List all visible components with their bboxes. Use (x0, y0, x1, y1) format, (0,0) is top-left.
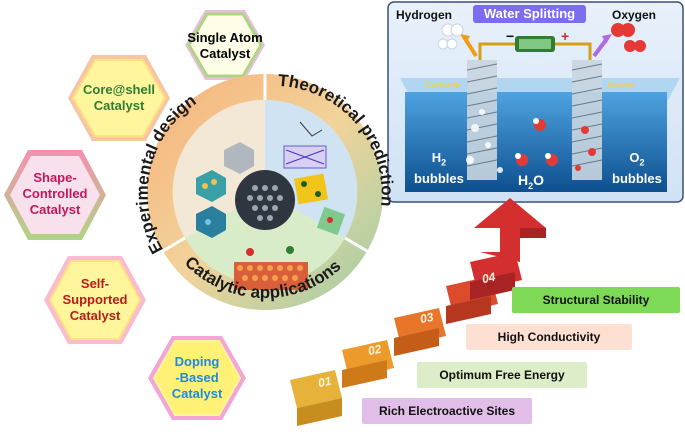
hex-shape-line3: Catalyst (29, 202, 81, 217)
ws-h2-symbol: H (431, 150, 442, 165)
hydrogen-arrow-icon (464, 38, 478, 58)
hex-label-doping-based: Doping -Based Catalyst (152, 354, 242, 402)
ws-anode: Anode (607, 80, 635, 90)
hex-single-atom (185, 10, 265, 80)
step-number-02: 02 (366, 341, 383, 359)
hex-label-shape-controlled: Shape- Controlled Catalyst (8, 170, 102, 218)
hex-doping-line2: -Based (175, 370, 219, 385)
ws-h2o-subscript: 2 (528, 180, 534, 191)
ws-cathode: Cathode (425, 80, 461, 90)
water-splitting-title-box (473, 5, 586, 23)
ws-o2-label: O2 bubbles (612, 150, 662, 186)
circle-label-theoretical: Theoretical prediction (277, 71, 396, 207)
hex-shape-controlled (4, 150, 106, 240)
step-number-04: 04 (480, 269, 497, 287)
staircase-arrow (290, 198, 546, 426)
hex-doping-line3: Catalyst (171, 386, 223, 401)
hex-doping-line1: Doping (174, 354, 220, 369)
hex-doping-based (148, 336, 246, 420)
ws-h2o-end: O (533, 172, 545, 188)
catalytic-slab (234, 246, 308, 290)
nanoparticle-cubes (196, 142, 254, 238)
circle-label-experimental: Experimental design (133, 91, 200, 257)
ws-hydrogen: Hydrogen (396, 8, 453, 22)
hex-single-atom-line2: Catalyst (199, 46, 251, 61)
circle-text-theoretical: Theoretical prediction (277, 71, 396, 207)
circle-text-catalytic: Catalytic applications (181, 253, 344, 302)
circle-label-catalytic: Catalytic applications (181, 253, 344, 302)
ws-o2-subscript: 2 (639, 157, 645, 168)
ws-h2o-label: H2O (518, 172, 544, 191)
hex-shape-line1: Shape- (33, 170, 77, 185)
ws-minus: − (506, 28, 515, 44)
hex-core-shell-line2: Catalyst (93, 98, 145, 113)
step-label-free-energy: Optimum Free Energy (417, 362, 587, 388)
step-label-stability: Structural Stability (512, 287, 680, 313)
hex-label-core-shell: Core@shell Catalyst (72, 82, 166, 114)
ws-o2-symbol: O (629, 150, 640, 165)
hex-label-self-supported: Self- Supported Catalyst (48, 276, 142, 324)
step-number-01: 01 (316, 373, 333, 391)
ws-h2o-symbol: H (518, 172, 529, 188)
hex-self-line3: Catalyst (69, 308, 121, 323)
hex-self-supported (44, 256, 146, 344)
hex-self-line1: Self- (80, 276, 110, 291)
hex-core-shell (68, 55, 170, 141)
anode-electrode (572, 60, 602, 180)
hex-label-single-atom: Single Atom Catalyst (183, 30, 267, 62)
step-label-conductivity: High Conductivity (466, 324, 632, 350)
circle-text-experimental: Experimental design (133, 91, 200, 257)
oxygen-arrow-icon (592, 38, 608, 58)
crystal-sphere (235, 170, 295, 230)
theory-structures (283, 121, 346, 236)
water-splitting-panel (387, 1, 684, 203)
ws-o2-bubbles: bubbles (612, 170, 662, 186)
ws-oxygen: Oxygen (612, 8, 657, 22)
ws-h2-label: H2 bubbles (414, 150, 464, 186)
ws-h2-bubbles: bubbles (414, 170, 464, 186)
ws-h2-subscript: 2 (441, 157, 447, 168)
hex-core-shell-line1: Core@shell (83, 82, 155, 97)
central-circle (147, 74, 383, 310)
ws-title: Water Splitting (483, 6, 576, 21)
hex-single-atom-line1: Single Atom (187, 30, 263, 45)
water-tank (405, 92, 667, 192)
ws-plus: + (561, 28, 570, 44)
up-arrow-icon (474, 198, 546, 262)
step-number-03: 03 (418, 309, 435, 327)
step-label-electroactive: Rich Electroactive Sites (362, 398, 532, 424)
hex-self-line2: Supported (62, 292, 128, 307)
hex-shape-line2: Controlled (22, 186, 88, 201)
